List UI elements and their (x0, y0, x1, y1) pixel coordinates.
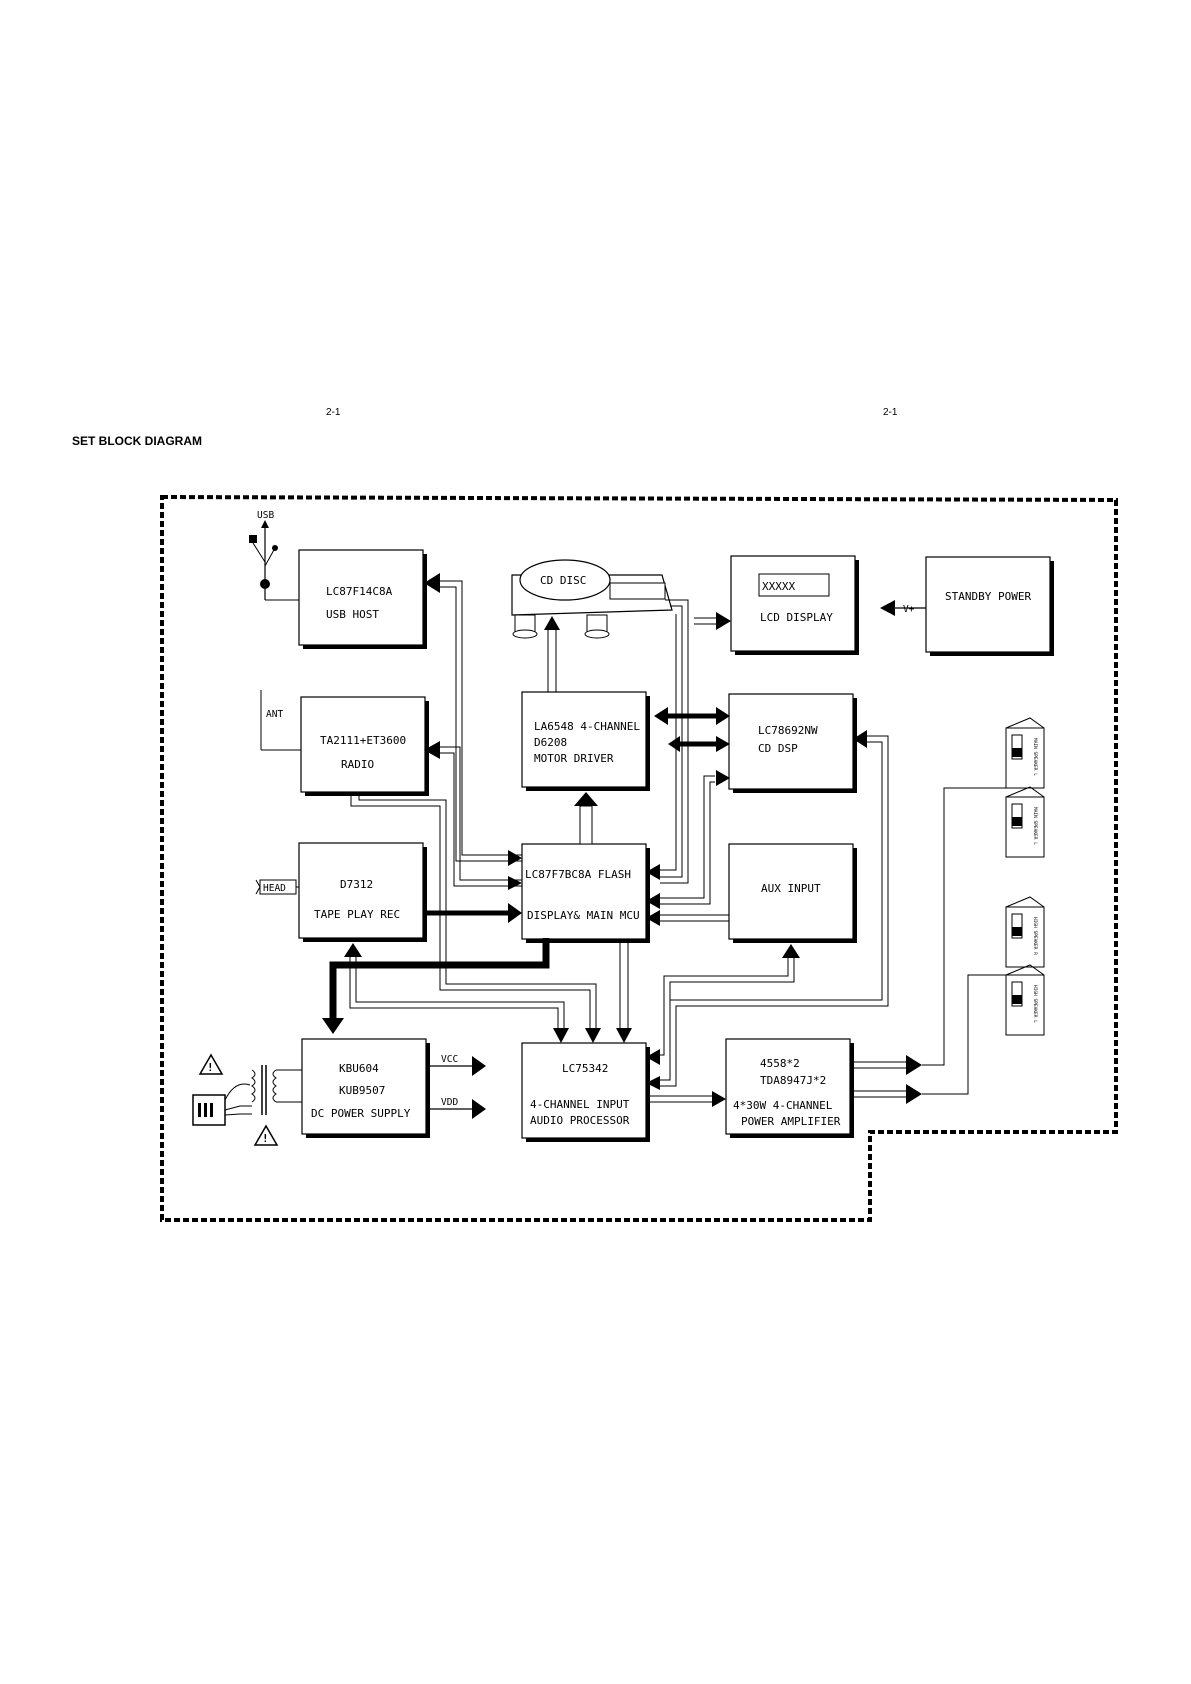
speaker-main-1-label: MAIN SPEAKER L (1032, 738, 1038, 776)
speaker-high-l: HIGH SPEAKER L (1005, 964, 1045, 1036)
bus-mcu-motor (574, 792, 598, 845)
audio-processor-type: 4-CHANNEL INPUT (530, 1098, 630, 1111)
lcd-segment-glyphs: XXXXX (762, 580, 795, 593)
motor-driver-code: D6208 (534, 736, 567, 749)
speaker-main-2: MAIN SPEAKER L (1005, 786, 1045, 858)
main-mcu-block: LC87F7BC8A FLASH DISPLAY& MAIN MCU (521, 843, 650, 943)
vcc-label: VCC (441, 1054, 458, 1065)
speaker-high-r: HIGH SPEAKER R (1005, 896, 1045, 968)
audio-processor-chip: LC75342 (562, 1062, 608, 1075)
bus-tape-audio (344, 943, 569, 1043)
head-input-label: HEAD (263, 883, 286, 894)
power-amp-chip2: TDA8947J*2 (760, 1074, 826, 1087)
svg-text:!: ! (262, 1132, 269, 1145)
bus-cd-lcd-mcu (646, 599, 731, 884)
main-mcu-label: DISPLAY& MAIN MCU (527, 909, 640, 922)
vdd-label: VDD (441, 1097, 458, 1108)
standby-power-block: STANDBY POWER V+ (880, 556, 1054, 656)
audio-processor-block: LC75342 4-CHANNEL INPUT AUDIO PROCESSOR (521, 1042, 650, 1142)
enclosure-border (160, 494, 1118, 1222)
dc-power-block: KBU604 KUB9507 DC POWER SUPPLY VCC VDD (301, 1038, 486, 1138)
audio-processor-label: AUDIO PROCESSOR (530, 1114, 630, 1127)
usb-input-label: USB (257, 510, 274, 521)
aux-input-block: AUX INPUT (728, 843, 857, 943)
aux-input-label: AUX INPUT (761, 882, 821, 895)
speaker-main-2-label: MAIN SPEAKER L (1032, 807, 1038, 845)
bus-motor-dsp (654, 707, 730, 752)
bus-tape-mcu (423, 903, 522, 923)
speaker-high-l-label: HIGH SPEAKER L (1032, 985, 1038, 1023)
bus-mcu-power (322, 938, 550, 1034)
radio-block: TA2111+ET3600 RADIO (300, 696, 429, 796)
antenna-symbol: ANT (260, 690, 301, 751)
bus-aux-audio (646, 944, 800, 1065)
power-amp-block: 4558*2 TDA8947J*2 4*30W 4-CHANNEL POWER … (725, 1038, 854, 1138)
dc-power-chip1: KBU604 (339, 1062, 379, 1075)
page-number-left: 2-1 (326, 407, 341, 418)
cd-dsp-label: CD DSP (758, 742, 798, 755)
page-title: SET BLOCK DIAGRAM (72, 434, 202, 448)
radio-chip: TA2111+ET3600 (320, 734, 406, 747)
tape-block: D7312 TAPE PLAY REC (298, 842, 427, 942)
bus-mcu-audio (616, 943, 632, 1043)
usb-connector-symbol: USB (249, 510, 299, 601)
standby-power-label: STANDBY POWER (945, 590, 1031, 603)
bus-amp-speakers (850, 787, 1006, 1104)
bus-motor-cd (544, 616, 560, 692)
bus-usb-mcu (424, 573, 522, 866)
bus-dsp-mcu (646, 770, 730, 909)
radio-label: RADIO (341, 758, 374, 771)
page-number-right: 2-1 (883, 407, 898, 418)
power-amp-chip1: 4558*2 (760, 1057, 800, 1070)
cd-dsp-block: LC78692NW CD DSP (728, 693, 857, 793)
dc-power-chip2: KUB9507 (339, 1084, 385, 1097)
lcd-display-block: XXXXX LCD DISPLAY (730, 555, 859, 655)
speaker-main-1: MAIN SPEAKER L (1005, 717, 1045, 789)
dc-power-label: DC POWER SUPPLY (311, 1107, 411, 1120)
lcd-display-label: LCD DISPLAY (760, 611, 833, 624)
ac-input-symbol: ! ! (192, 1053, 302, 1146)
power-amp-type: 4*30W 4-CHANNEL (733, 1099, 833, 1112)
bus-dsp-audio (646, 730, 889, 1090)
motor-driver-chip: LA6548 4-CHANNEL (534, 720, 640, 733)
motor-driver-block: LA6548 4-CHANNEL D6208 MOTOR DRIVER (521, 691, 650, 791)
bus-aux-mcu (646, 910, 729, 926)
standby-vplus: V+ (903, 604, 915, 615)
cd-disc-mechanism: CD DISC (511, 559, 673, 639)
bus-audio-amp (646, 1091, 726, 1107)
main-mcu-chip: LC87F7BC8A FLASH (525, 868, 631, 881)
usb-host-label: USB HOST (326, 608, 379, 621)
svg-text:!: ! (207, 1061, 214, 1074)
usb-host-block: LC87F14C8A USB HOST (298, 549, 427, 649)
ant-input-label: ANT (266, 709, 283, 720)
tape-label: TAPE PLAY REC (314, 908, 400, 921)
motor-driver-label: MOTOR DRIVER (534, 752, 614, 765)
tape-chip: D7312 (340, 878, 373, 891)
cd-dsp-chip: LC78692NW (758, 724, 818, 737)
power-amp-label: POWER AMPLIFIER (741, 1115, 841, 1128)
cd-disc-label: CD DISC (540, 574, 586, 587)
bus-radio-mcu (424, 741, 522, 890)
tape-head-symbol: HEAD (255, 879, 299, 895)
bus-radio-audio (350, 792, 601, 1043)
usb-host-chip: LC87F14C8A (326, 585, 393, 598)
speaker-high-r-label: HIGH SPEAKER R (1032, 917, 1038, 955)
